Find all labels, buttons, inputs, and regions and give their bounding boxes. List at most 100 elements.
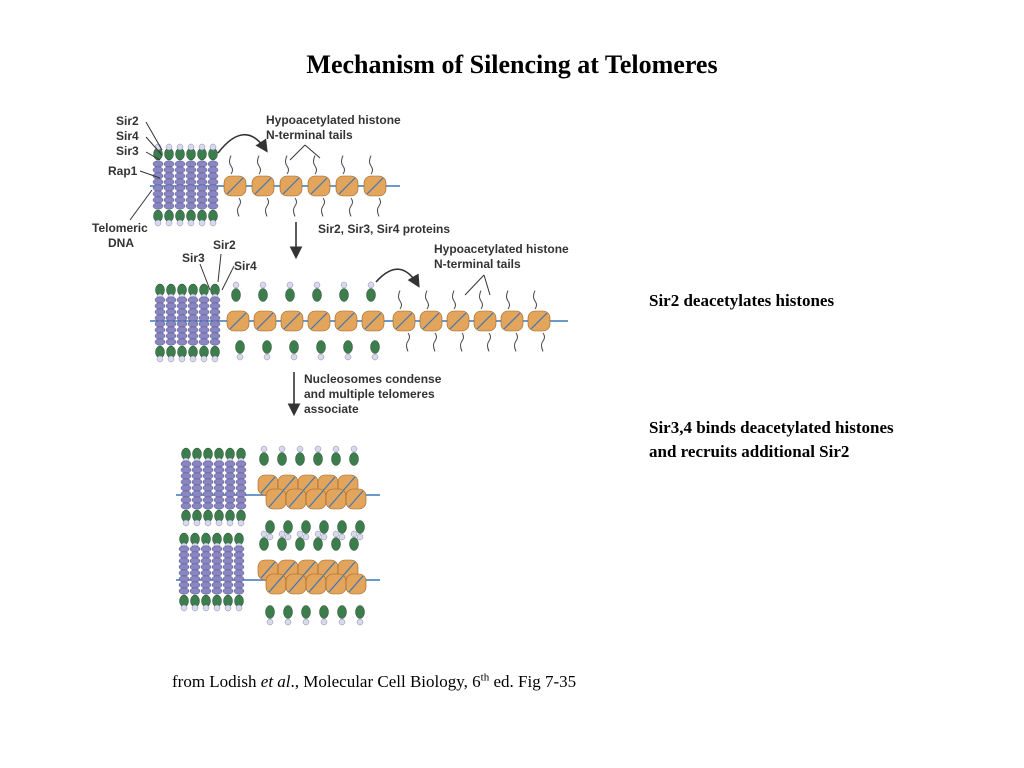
citation-et-al: et al (260, 672, 291, 691)
sir3-bound-protein (343, 340, 353, 354)
sir2-protein (224, 604, 232, 612)
sir3-bound-protein (295, 537, 305, 551)
sir2-protein (182, 519, 190, 527)
rap1-protein (174, 178, 186, 186)
histone-tail (541, 332, 545, 352)
rap1-protein (191, 478, 203, 486)
sir2-bound-protein (278, 445, 286, 453)
rap1-protein (211, 581, 223, 589)
nucleosome-dna-wrap (282, 177, 300, 195)
sir2-bound-protein (356, 533, 364, 541)
rap1-protein (180, 502, 192, 510)
rap1-protein (211, 575, 223, 583)
rap1-protein (152, 202, 164, 210)
nucleosome-dna-wrap (254, 177, 272, 195)
sir2-protein (193, 519, 201, 527)
sir3-bound-protein (277, 537, 287, 551)
rap1-protein (187, 314, 199, 322)
rap1-protein (154, 314, 166, 322)
rap1-protein (200, 575, 212, 583)
sir34-binds-note: Sir3,4 binds deacetylated histones and r… (649, 416, 894, 464)
rap1-protein (154, 296, 166, 304)
rap1-protein (224, 466, 236, 474)
sir3-bound-protein (262, 340, 272, 354)
rap1-protein (200, 563, 212, 571)
rap1-protein (165, 326, 177, 334)
sir3-bound-protein (301, 605, 311, 619)
rap1-protein (207, 196, 219, 204)
sir2-protein (165, 143, 173, 151)
nucleosome-dna-wrap (337, 312, 355, 330)
rap1-protein (165, 314, 177, 322)
rap1-protein (152, 178, 164, 186)
histone-tail (229, 155, 233, 175)
rap1-protein (233, 569, 245, 577)
slide-title: Mechanism of Silencing at Telomeres (306, 50, 718, 79)
flow-arrows (217, 133, 420, 417)
label-step2-line1: Nucleosomes condense (304, 372, 442, 386)
sir2-bound-protein (314, 530, 322, 538)
rap1-protein (233, 575, 245, 583)
citation-superscript: th (480, 671, 490, 684)
sir3-bound-protein (277, 452, 287, 466)
rap1-protein (178, 587, 190, 595)
rap1-protein (222, 581, 234, 589)
sir2-bound-protein (332, 530, 340, 538)
nucleosome-dna-wrap (366, 177, 384, 195)
rap1-protein (180, 490, 192, 498)
sir2-bound-protein (320, 618, 328, 626)
rap1-protein (191, 502, 203, 510)
nucleosome-dna-wrap (256, 312, 274, 330)
label-sir2-b: Sir2 (213, 238, 236, 252)
histone-tail (487, 332, 491, 352)
sir2-protein (176, 219, 184, 227)
sir3-bound-protein (259, 537, 269, 551)
sir2-bound-protein (313, 281, 321, 289)
rap1-protein (235, 484, 247, 492)
sir2-protein (156, 355, 164, 363)
histone-tail (433, 332, 437, 352)
curved-arrow-1 (217, 133, 268, 154)
rap1-protein (185, 196, 197, 204)
rap1-protein (185, 160, 197, 168)
rap1-protein (196, 178, 208, 186)
rap1-protein (211, 587, 223, 595)
rap1-protein (202, 478, 214, 486)
rap1-protein (224, 502, 236, 510)
rap1-protein (163, 184, 175, 192)
rap1-protein (235, 478, 247, 486)
sir2-note-text: Sir2 deacetylates histones (649, 291, 835, 310)
rap1-protein (213, 484, 225, 492)
histone-tail (369, 155, 373, 175)
nucleosome-dna-wrap (308, 575, 324, 593)
histone-tail (265, 197, 269, 217)
sir3-bound-protein (319, 520, 329, 534)
rap1-protein (185, 202, 197, 210)
rap1-protein (165, 320, 177, 328)
histone-tail (257, 155, 261, 175)
sir2-protein (211, 355, 219, 363)
rap1-protein (235, 502, 247, 510)
rap1-protein (196, 184, 208, 192)
rap1-protein (211, 563, 223, 571)
rap1-protein (189, 557, 201, 565)
sir2-protein (187, 143, 195, 151)
citation-middle: ., Molecular Cell Biology, 6 (290, 672, 481, 691)
rap1-protein (222, 587, 234, 595)
rap1-protein (202, 466, 214, 474)
sir2-bound-protein (338, 618, 346, 626)
rap1-protein (202, 460, 214, 468)
sir2-protein (154, 219, 162, 227)
rap1-protein (222, 569, 234, 577)
rap1-protein (180, 478, 192, 486)
rap1-protein (224, 460, 236, 468)
protein-and-nucleosome-shapes (152, 143, 551, 626)
rap1-protein (213, 478, 225, 486)
sir3-bound-protein (289, 340, 299, 354)
rap1-protein (198, 302, 210, 310)
rap1-protein (191, 484, 203, 492)
label-rap1: Rap1 (108, 164, 138, 178)
sir2-bound-protein (317, 353, 325, 361)
label-sir3: Sir3 (116, 144, 139, 158)
nucleosome-dna-wrap (348, 575, 364, 593)
